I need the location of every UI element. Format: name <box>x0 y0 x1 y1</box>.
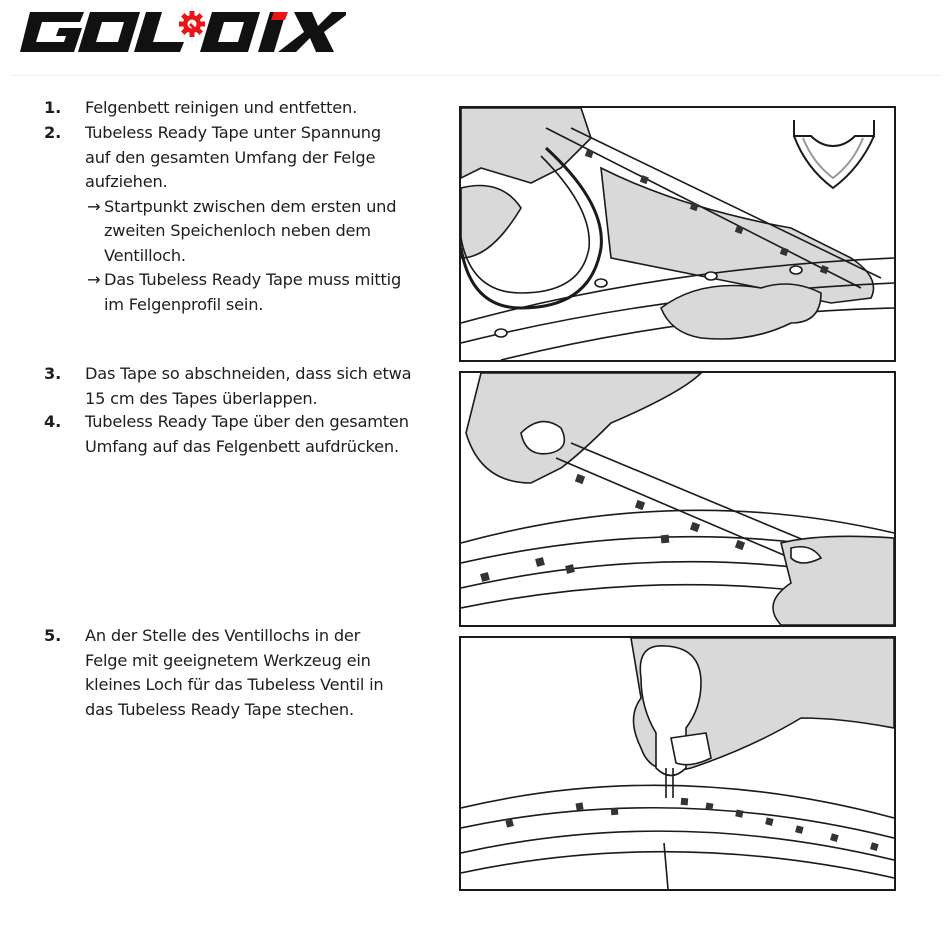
step-number: 5. <box>44 626 62 645</box>
step-text: kleines Loch für das Tubeless Ventil in <box>85 675 384 694</box>
step-text: Das Tape so abschneiden, dass sich etwa <box>85 364 412 383</box>
step-text: Umfang auf das Felgenbett aufdrücken. <box>85 436 399 456</box>
step-number: 3. <box>44 364 62 383</box>
step-text: 15 cm des Tapes überlappen. <box>85 388 318 408</box>
subpoint-text: Das Tubeless Ready Tape muss mittig <box>104 270 402 289</box>
header-separator <box>12 75 940 76</box>
arrow-right-icon: → <box>87 196 101 216</box>
subpoint-text: im Felgenprofil sein. <box>104 294 264 314</box>
step-text: Tubeless Ready Tape unter Spannung <box>85 123 381 142</box>
instruction-steps: 1. Felgenbett reinigen und entfetten. 2.… <box>0 0 450 950</box>
subpoint-text: Startpunkt zwischen dem ersten und <box>104 196 397 216</box>
step-number: 4. <box>44 412 62 431</box>
step-number: 2. <box>44 123 62 142</box>
rim-cross-section-icon <box>793 120 875 190</box>
step-text: Felgenbett reinigen und entfetten. <box>85 98 358 117</box>
goldix-logo <box>16 8 350 56</box>
subpoint-text: zweiten Speichenloch neben dem <box>104 221 371 240</box>
subpoint-centered-tape: → Das Tubeless Ready Tape muss mittig im… <box>85 268 445 317</box>
step-number: 1. <box>44 98 62 117</box>
gear-wrench-icon <box>179 11 205 37</box>
step-text: aufziehen. <box>85 172 168 191</box>
logo-letters <box>20 12 350 52</box>
step-text: auf den gesamten Umfang der Felge <box>85 147 376 167</box>
illustration-cut-overlap <box>459 371 896 627</box>
illustration-apply-tape <box>459 106 896 362</box>
step-text: das Tubeless Ready Tape stechen. <box>85 699 354 719</box>
step-text: Tubeless Ready Tape über den gesamten <box>85 412 409 431</box>
step-text: Felge mit geeignetem Werkzeug ein <box>85 650 371 670</box>
illustration-pierce-valve-hole <box>459 636 896 891</box>
arrow-right-icon: → <box>87 270 101 289</box>
subpoint-text: Ventilloch. <box>104 245 186 265</box>
step-text: An der Stelle des Ventillochs in der <box>85 626 361 645</box>
subpoint-start-position: → Startpunkt zwischen dem ersten und zwe… <box>85 195 445 269</box>
